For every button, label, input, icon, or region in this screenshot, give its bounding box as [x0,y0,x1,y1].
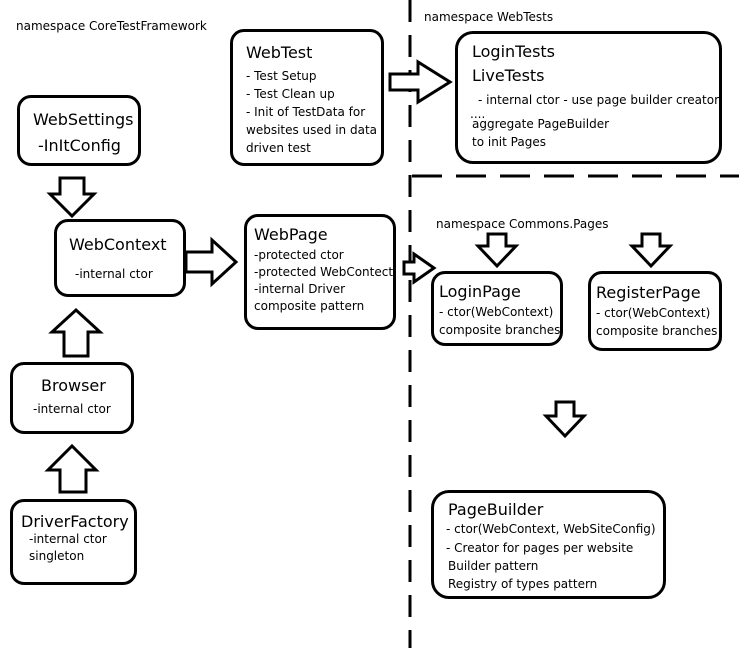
logintests-line-1: - internal ctor - use page builder creat… [478,93,720,107]
registerpage-line-1: - ctor(WebContext) [596,306,711,320]
webtest-line-5: driven test [246,141,311,155]
webcontext-line: -internal ctor [75,267,153,281]
webtest-box: WebTest - Test Setup - Test Clean up - I… [230,29,384,166]
loginpage-title: LoginPage [439,282,521,301]
pagebuilder-line-2: - Creator for pages per website [446,541,634,555]
registerpage-title: RegisterPage [596,283,701,302]
arrow-browser-to-webcontext [48,307,104,358]
arrow-webpage-to-loginpage [402,251,437,285]
driverfactory-line-1: -internal ctor [29,532,107,546]
webpage-line-2: -protected WebContect [254,265,394,279]
arrow-websettings-to-webcontext [46,176,98,219]
arrow-webtest-to-logintests [388,59,453,105]
websettings-line: -InItConfig [38,136,121,155]
webpage-line-4: composite pattern [254,299,365,313]
websettings-box: WebSettings -InItConfig [17,95,141,166]
websettings-title: WebSettings [33,110,134,129]
namespace-label-commons: namespace Commons.Pages [436,217,609,231]
logintests-line-4: to init Pages [472,135,546,149]
arrow-into-pagebuilder [542,400,588,439]
namespace-label-webtests: namespace WebTests [424,10,554,24]
webtest-line-4: websites used in data [246,123,378,137]
arrow-driverfactory-to-browser [44,443,100,494]
logintests-title: LoginTests [472,42,556,61]
driverfactory-box: DriverFactory -internal ctor singleton [10,499,137,585]
webtest-line-2: - Test Clean up [246,87,335,101]
webpage-box: WebPage -protected ctor -protected WebCo… [244,214,396,330]
registerpage-box: RegisterPage - ctor(WebContext) composit… [588,271,722,351]
loginpage-line-1: - ctor(WebContext) [439,305,554,319]
livetests-title: LiveTests [472,66,545,85]
webcontext-title: WebContext [69,235,167,254]
logintests-box: LoginTests LiveTests - internal ctor - u… [455,31,722,164]
pagebuilder-box: PageBuilder - ctor(WebContext, WebSiteCo… [431,490,666,599]
browser-line: -internal ctor [33,402,111,416]
browser-title: Browser [41,376,106,395]
logintests-line-2: .... [470,107,486,121]
webtest-title: WebTest [246,43,313,62]
webtest-line-3: - Init of TestData for [246,105,366,119]
arrow-webcontext-to-webpage [184,236,239,288]
logintests-line-3: aggregate PageBuilder [472,117,610,131]
browser-box: Browser -internal ctor [10,362,134,434]
webcontext-box: WebContext -internal ctor [54,219,186,297]
arrow-into-registerpage [628,232,674,269]
webpage-line-3: -internal Driver [254,282,346,296]
webtest-line-1: - Test Setup [246,69,317,83]
pagebuilder-line-4: Registry of types pattern [448,577,598,591]
pagebuilder-line-3: Builder pattern [448,559,539,573]
arrow-into-loginpage [474,232,520,269]
webpage-title: WebPage [254,225,328,244]
registerpage-line-2: composite branches [596,324,718,338]
loginpage-line-2: composite branches [439,323,561,337]
driverfactory-line-2: singleton [29,549,85,563]
pagebuilder-title: PageBuilder [448,500,544,519]
namespace-label-core: namespace CoreTestFramework [16,19,207,33]
webpage-line-1: -protected ctor [254,248,344,262]
pagebuilder-line-1: - ctor(WebContext, WebSiteConfig) [446,522,656,536]
driverfactory-title: DriverFactory [21,512,129,531]
loginpage-box: LoginPage - ctor(WebContext) composite b… [431,271,563,346]
